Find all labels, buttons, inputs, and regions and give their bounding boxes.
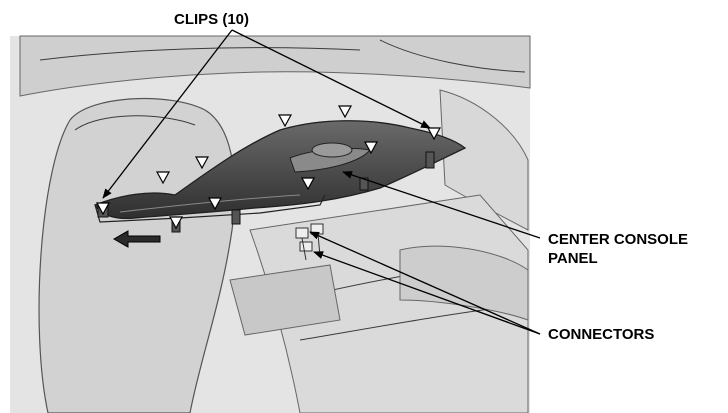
- center-console-panel-label-line2: PANEL: [548, 250, 598, 267]
- triangle-down-icon: [337, 105, 353, 119]
- connectors-label: CONNECTORS: [548, 326, 654, 343]
- vehicle-interior-illustration: [10, 35, 531, 413]
- triangle-down-icon: [300, 177, 316, 191]
- connectors-illustration: [295, 223, 324, 261]
- triangle-down-icon: [277, 114, 293, 128]
- triangle-down-icon: [194, 156, 210, 170]
- triangle-down-icon: [95, 202, 111, 216]
- leader-lines: [102, 29, 541, 335]
- center-console-panel-label-line1: CENTER CONSOLE: [548, 231, 688, 248]
- triangle-down-icon: [155, 171, 171, 185]
- triangle-down-icon: [168, 216, 184, 230]
- triangle-down-icon: [363, 141, 379, 155]
- clip-markers: [95, 105, 442, 230]
- triangle-down-icon: [426, 127, 442, 141]
- arrow-left-icon: [112, 230, 161, 248]
- triangle-down-icon: [207, 197, 223, 211]
- clips-label: CLIPS (10): [174, 11, 249, 28]
